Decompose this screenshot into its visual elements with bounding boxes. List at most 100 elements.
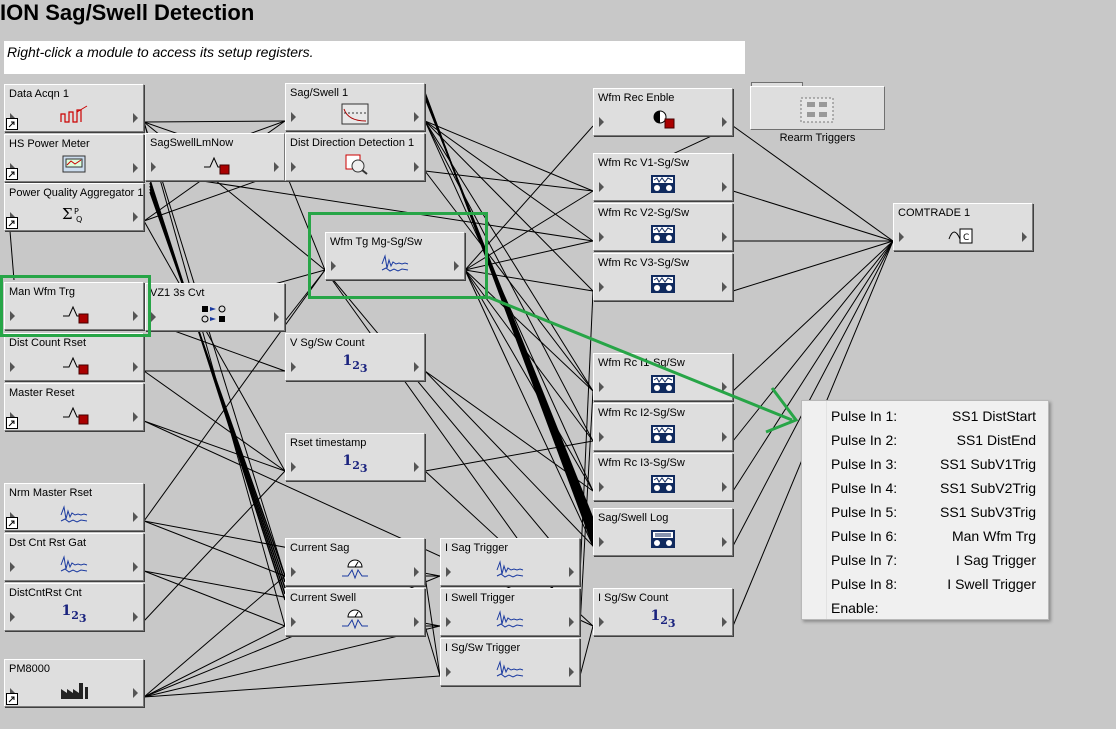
output-port-arrow-icon[interactable] bbox=[133, 612, 138, 622]
input-port-arrow-icon[interactable] bbox=[599, 537, 604, 547]
popup-row: Pulse In 1:SS1 DistStart bbox=[831, 404, 1036, 428]
wire bbox=[324, 269, 581, 577]
module-sag-swell-1[interactable]: Sag/Swell 1 bbox=[285, 83, 425, 131]
input-port-arrow-icon[interactable] bbox=[599, 482, 604, 492]
output-port-arrow-icon[interactable] bbox=[722, 537, 727, 547]
output-port-arrow-icon[interactable] bbox=[722, 482, 727, 492]
input-port-arrow-icon[interactable] bbox=[10, 612, 15, 622]
input-port-arrow-icon[interactable] bbox=[599, 617, 604, 627]
wire bbox=[424, 370, 594, 492]
input-port-arrow-icon[interactable] bbox=[151, 162, 156, 172]
module-wfm-rc-v2-sg-sw[interactable]: Wfm Rc V2-Sg/Sw bbox=[593, 203, 733, 251]
output-port-arrow-icon[interactable] bbox=[414, 567, 419, 577]
module-wfm-rc-v3-sg-sw[interactable]: Wfm Rc V3-Sg/Sw bbox=[593, 253, 733, 301]
output-port-arrow-icon[interactable] bbox=[414, 462, 419, 472]
module-man-wfm-trg[interactable]: Man Wfm Trg bbox=[4, 282, 144, 330]
output-port-arrow-icon[interactable] bbox=[722, 382, 727, 392]
module-sagswelllmnow[interactable]: SagSwellLmNow bbox=[145, 133, 285, 181]
input-port-arrow-icon[interactable] bbox=[291, 567, 296, 577]
input-port-arrow-icon[interactable] bbox=[10, 562, 15, 572]
output-port-arrow-icon[interactable] bbox=[569, 617, 574, 627]
input-port-arrow-icon[interactable] bbox=[899, 232, 904, 242]
module-wfm-rc-v1-sg-sw[interactable]: Wfm Rc V1-Sg/Sw bbox=[593, 153, 733, 201]
module-nrm-master-rset[interactable]: Nrm Master Rset bbox=[4, 483, 144, 531]
output-port-arrow-icon[interactable] bbox=[1022, 232, 1027, 242]
input-port-arrow-icon[interactable] bbox=[599, 232, 604, 242]
output-port-arrow-icon[interactable] bbox=[274, 162, 279, 172]
input-port-arrow-icon[interactable] bbox=[10, 311, 15, 321]
output-port-arrow-icon[interactable] bbox=[133, 562, 138, 572]
module-dist-count-rset[interactable]: Dist Count Rset bbox=[4, 333, 144, 381]
output-port-arrow-icon[interactable] bbox=[133, 311, 138, 321]
module-wfm-tg-mg-sg-sw[interactable]: Wfm Tg Mg-Sg/Sw bbox=[325, 232, 465, 280]
input-port-arrow-icon[interactable] bbox=[599, 282, 604, 292]
module-master-reset[interactable]: Master Reset bbox=[4, 383, 144, 431]
input-port-arrow-icon[interactable] bbox=[151, 312, 156, 322]
module-i-sag-trigger[interactable]: I Sag Trigger bbox=[440, 538, 580, 586]
output-port-arrow-icon[interactable] bbox=[454, 261, 459, 271]
output-port-arrow-icon[interactable] bbox=[133, 362, 138, 372]
input-port-arrow-icon[interactable] bbox=[291, 162, 296, 172]
output-port-arrow-icon[interactable] bbox=[722, 617, 727, 627]
output-port-arrow-icon[interactable] bbox=[722, 432, 727, 442]
popup-row-key: Pulse In 7: bbox=[831, 552, 898, 568]
module-hs-power-meter[interactable]: HS Power Meter bbox=[4, 134, 144, 182]
input-port-arrow-icon[interactable] bbox=[599, 382, 604, 392]
input-port-arrow-icon[interactable] bbox=[10, 362, 15, 372]
module-current-swell[interactable]: Current Swell bbox=[285, 588, 425, 636]
output-port-arrow-icon[interactable] bbox=[133, 212, 138, 222]
input-port-arrow-icon[interactable] bbox=[446, 567, 451, 577]
input-port-arrow-icon[interactable] bbox=[446, 617, 451, 627]
module-wfm-rc-i3-sg-sw[interactable]: Wfm Rc I3-Sg/Sw bbox=[593, 453, 733, 501]
input-port-arrow-icon[interactable] bbox=[446, 667, 451, 677]
input-port-arrow-icon[interactable] bbox=[291, 362, 296, 372]
output-port-arrow-icon[interactable] bbox=[133, 412, 138, 422]
input-port-arrow-icon[interactable] bbox=[599, 117, 604, 127]
output-port-arrow-icon[interactable] bbox=[133, 688, 138, 698]
module-dist-direction-detection-1[interactable]: Dist Direction Detection 1 bbox=[285, 133, 425, 181]
input-port-arrow-icon[interactable] bbox=[291, 112, 296, 122]
module-data-acqn-1[interactable]: Data Acqn 1 bbox=[4, 84, 144, 132]
wire bbox=[143, 420, 286, 472]
module-current-sag[interactable]: Current Sag bbox=[285, 538, 425, 586]
module-wfm-rc-i1-sg-sw[interactable]: Wfm Rc I1-Sg/Sw bbox=[593, 353, 733, 401]
output-port-arrow-icon[interactable] bbox=[569, 667, 574, 677]
module-sag-swell-log[interactable]: Sag/Swell Log bbox=[593, 508, 733, 556]
output-port-arrow-icon[interactable] bbox=[414, 112, 419, 122]
output-port-arrow-icon[interactable] bbox=[722, 182, 727, 192]
module-i-swell-trigger[interactable]: I Swell Trigger bbox=[440, 588, 580, 636]
output-port-arrow-icon[interactable] bbox=[722, 232, 727, 242]
module-vz1-3s-cvt[interactable]: VZ1 3s Cvt bbox=[145, 283, 285, 331]
input-port-arrow-icon[interactable] bbox=[331, 261, 336, 271]
output-port-arrow-icon[interactable] bbox=[133, 113, 138, 123]
input-port-arrow-icon[interactable] bbox=[291, 617, 296, 627]
rearm-triggers-folder[interactable] bbox=[750, 86, 885, 130]
output-port-arrow-icon[interactable] bbox=[274, 312, 279, 322]
output-port-arrow-icon[interactable] bbox=[414, 617, 419, 627]
output-port-arrow-icon[interactable] bbox=[414, 162, 419, 172]
module-wfm-rc-i2-sg-sw[interactable]: Wfm Rc I2-Sg/Sw bbox=[593, 403, 733, 451]
input-port-arrow-icon[interactable] bbox=[599, 432, 604, 442]
popup-row-value: SS1 DistEnd bbox=[956, 432, 1036, 448]
module-wfm-rec-enble[interactable]: Wfm Rec Enble bbox=[593, 88, 733, 136]
output-port-arrow-icon[interactable] bbox=[722, 282, 727, 292]
module-dst-cnt-rst-gat[interactable]: Dst Cnt Rst Gat bbox=[4, 533, 144, 581]
wire bbox=[143, 520, 286, 577]
output-port-arrow-icon[interactable] bbox=[133, 163, 138, 173]
output-port-arrow-icon[interactable] bbox=[133, 512, 138, 522]
output-port-arrow-icon[interactable] bbox=[569, 567, 574, 577]
input-port-arrow-icon[interactable] bbox=[599, 182, 604, 192]
module-i-sg-sw-trigger[interactable]: I Sg/Sw Trigger bbox=[440, 638, 580, 686]
output-port-arrow-icon[interactable] bbox=[414, 362, 419, 372]
input-port-arrow-icon[interactable] bbox=[291, 462, 296, 472]
log-recorder-icon bbox=[646, 528, 680, 553]
module-pm8000[interactable]: PM8000 bbox=[4, 659, 144, 707]
output-port-arrow-icon[interactable] bbox=[722, 117, 727, 127]
rearm-triggers-label: Rearm Triggers bbox=[779, 132, 856, 144]
